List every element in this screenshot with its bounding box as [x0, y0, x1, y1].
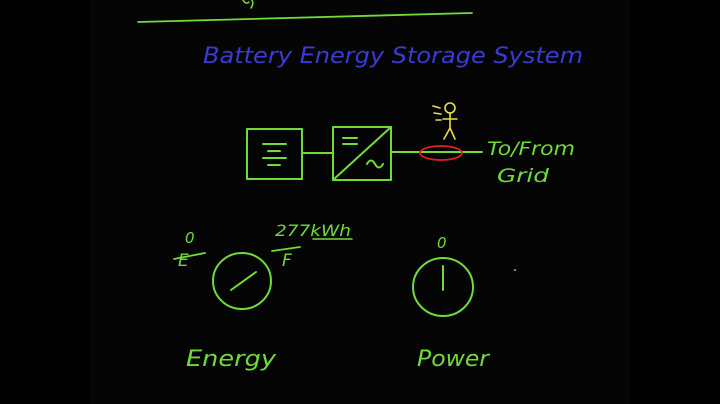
energy-full-label: F	[282, 251, 292, 271]
top-underline	[137, 12, 473, 23]
power-gauge-icon	[412, 257, 474, 317]
grid-label-line1: To/From	[487, 138, 575, 160]
top-ink-mark-2	[250, 0, 254, 9]
stray-dot	[514, 269, 516, 271]
inverter-icon	[332, 126, 392, 181]
energy-empty-tick	[173, 252, 206, 260]
grid-label-line2: Grid	[497, 165, 550, 187]
connection-point-highlight	[419, 145, 463, 161]
battery-icon	[246, 128, 303, 180]
energy-zero-label: 0	[185, 229, 195, 247]
energy-label: Energy	[186, 347, 277, 372]
capacity-label: 277kWh	[275, 221, 351, 240]
left-letterbox	[0, 0, 90, 404]
blackboard	[90, 0, 630, 404]
energy-gauge-icon	[212, 252, 272, 310]
diagram-title: Battery Energy Storage System	[203, 44, 583, 69]
power-label: Power	[417, 347, 491, 372]
energy-full-tick	[271, 246, 301, 252]
top-ink-mark	[242, 0, 250, 4]
power-zero-label: 0	[437, 234, 447, 252]
person-icon	[432, 102, 458, 140]
energy-empty-label: E	[178, 251, 189, 271]
right-letterbox	[630, 0, 720, 404]
